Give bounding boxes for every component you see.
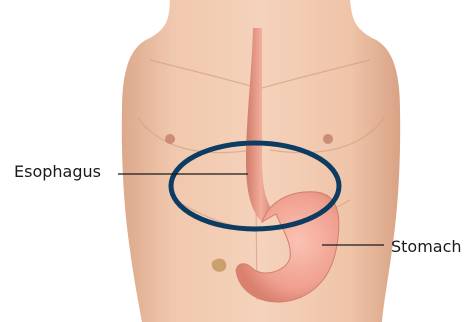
stomach-label: Stomach: [391, 238, 462, 256]
esophagus-label: Esophagus: [14, 163, 101, 181]
right-nipple: [323, 134, 333, 144]
left-nipple: [165, 134, 175, 144]
